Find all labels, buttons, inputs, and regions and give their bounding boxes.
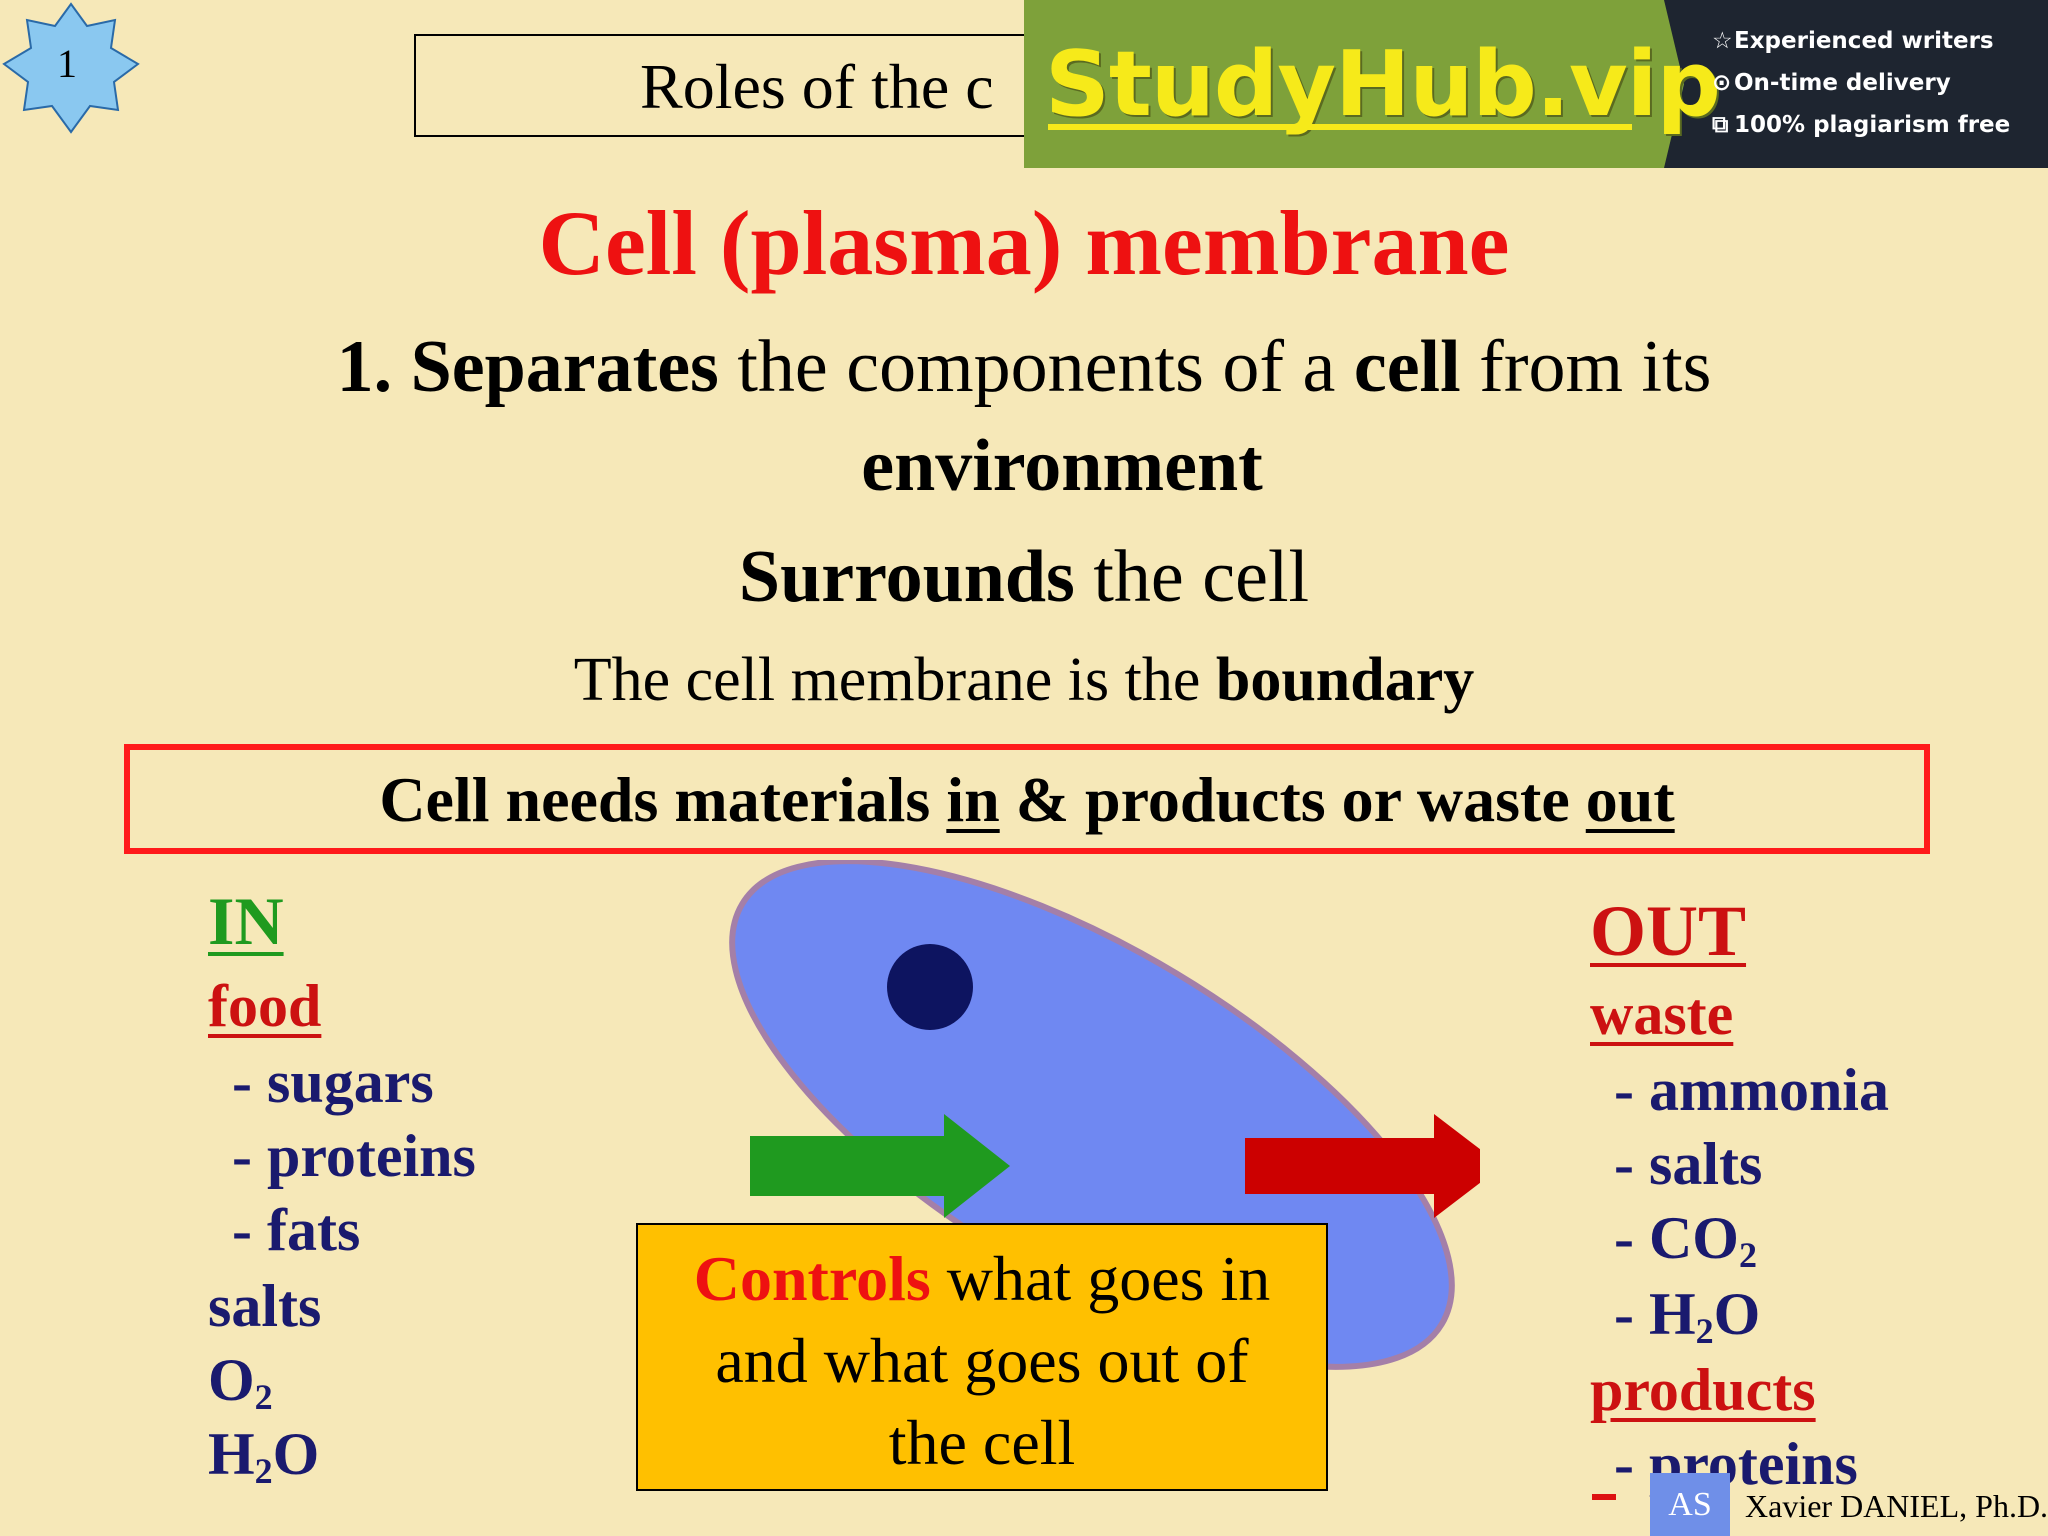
banner-green-panel[interactable]: [1024, 0, 1684, 168]
waste-label: waste: [1590, 981, 1734, 1047]
needs-in-word: in: [946, 764, 1000, 835]
cell-nucleus: [887, 944, 973, 1030]
in-h2o: H2O: [208, 1420, 319, 1492]
controls-line-2: and what goes out of: [715, 1325, 1249, 1396]
needs-out-word: out: [1585, 764, 1675, 835]
feature-experienced-writers: ☆Experienced writers: [1712, 28, 1994, 54]
boundary-word: boundary: [1215, 646, 1475, 714]
h2o-o: O: [1713, 1281, 1761, 1347]
star-icon: ☆: [1712, 28, 1733, 54]
needs-box: [124, 744, 1930, 854]
environment-word: environment: [861, 425, 1263, 507]
o2-subscript: 2: [254, 1377, 273, 1417]
controls-text: Controls what goes in and what goes out …: [636, 1238, 1328, 1484]
needs-text-b: & products or waste: [999, 764, 1586, 835]
needs-statement: Cell needs materials in & products or wa…: [124, 763, 1930, 837]
in-item: - sugars: [232, 1049, 434, 1115]
controls-rest-1: what goes in: [930, 1243, 1271, 1314]
in-heading: IN: [208, 883, 284, 959]
in-item: - proteins: [232, 1123, 476, 1189]
controls-box: [636, 1223, 1328, 1491]
h2o-h: - H: [1614, 1281, 1696, 1347]
slide-number: 1: [57, 41, 77, 86]
controls-line-1: Controls what goes in: [636, 1238, 1328, 1320]
products-label: products: [1590, 1357, 1816, 1423]
needs-text-a: Cell needs materials: [379, 764, 947, 835]
point-1-line: 1. Separates the components of a cell fr…: [0, 325, 2048, 410]
point-number: 1.: [336, 326, 393, 408]
slide-number-star-icon: [2, 2, 140, 134]
surrounds-word: Surrounds: [738, 536, 1075, 618]
out-arrow-icon: [1245, 1114, 1480, 1218]
line1-text-b: from its: [1460, 326, 1712, 408]
boundary-line: The cell membrane is the boundary: [0, 645, 2048, 716]
food-label: food: [208, 973, 322, 1039]
h2o-h: H: [208, 1421, 255, 1487]
surrounds-rest: the cell: [1074, 536, 1310, 618]
main-heading: Cell (plasma) membrane: [538, 192, 1510, 294]
separates-word: Separates: [410, 326, 719, 408]
clock-icon: ⊙: [1712, 70, 1732, 96]
as-badge: AS: [1650, 1473, 1730, 1536]
author-credit: Xavier DANIEL, Ph.D.: [1745, 1488, 2048, 1524]
out-h2o: - H2O: [1614, 1280, 1760, 1352]
in-arrow-icon: [750, 1114, 1010, 1218]
out-item: - salts: [1614, 1131, 1763, 1197]
cell-word: cell: [1353, 326, 1461, 408]
controls-line-3: the cell: [888, 1407, 1076, 1478]
h2o-subscript: 2: [254, 1451, 273, 1491]
banner-chevron-icon: [1650, 0, 1684, 168]
banner-dark-panel: [1650, 0, 2048, 168]
h2o-o: O: [272, 1421, 320, 1487]
out-item: - ammonia: [1614, 1057, 1889, 1123]
in-salts: salts: [208, 1273, 322, 1339]
in-o2: O2: [208, 1346, 273, 1418]
feature-on-time-delivery: ⊙On-time delivery: [1712, 70, 1951, 96]
banner-brand-underline: [1048, 124, 1632, 130]
o2-symbol: O: [208, 1347, 255, 1413]
feature-label: On-time delivery: [1734, 70, 1951, 96]
out-heading: OUT: [1590, 891, 1747, 971]
slide-title: Roles of the c: [640, 51, 994, 122]
red-dash: [1592, 1494, 1616, 1500]
controls-word: Controls: [693, 1243, 931, 1314]
boundary-text: The cell membrane is the: [573, 646, 1216, 714]
out-co2: - CO2: [1614, 1204, 1757, 1276]
co2-subscript: 2: [1738, 1235, 1757, 1275]
surrounds-line: Surrounds the cell: [0, 535, 2048, 620]
line1-text-a: the components of a: [718, 326, 1354, 408]
copy-check-icon: ⧉: [1712, 112, 1729, 138]
feature-label: Experienced writers: [1734, 28, 1994, 54]
banner-brand[interactable]: StudyHub.vip: [1045, 32, 1721, 137]
h2o-subscript: 2: [1695, 1311, 1714, 1351]
feature-plagiarism-free: ⧉100% plagiarism free: [1712, 112, 2010, 138]
in-item: - fats: [232, 1197, 361, 1263]
co2-symbol: - CO: [1614, 1205, 1739, 1271]
feature-label: 100% plagiarism free: [1734, 112, 2011, 138]
